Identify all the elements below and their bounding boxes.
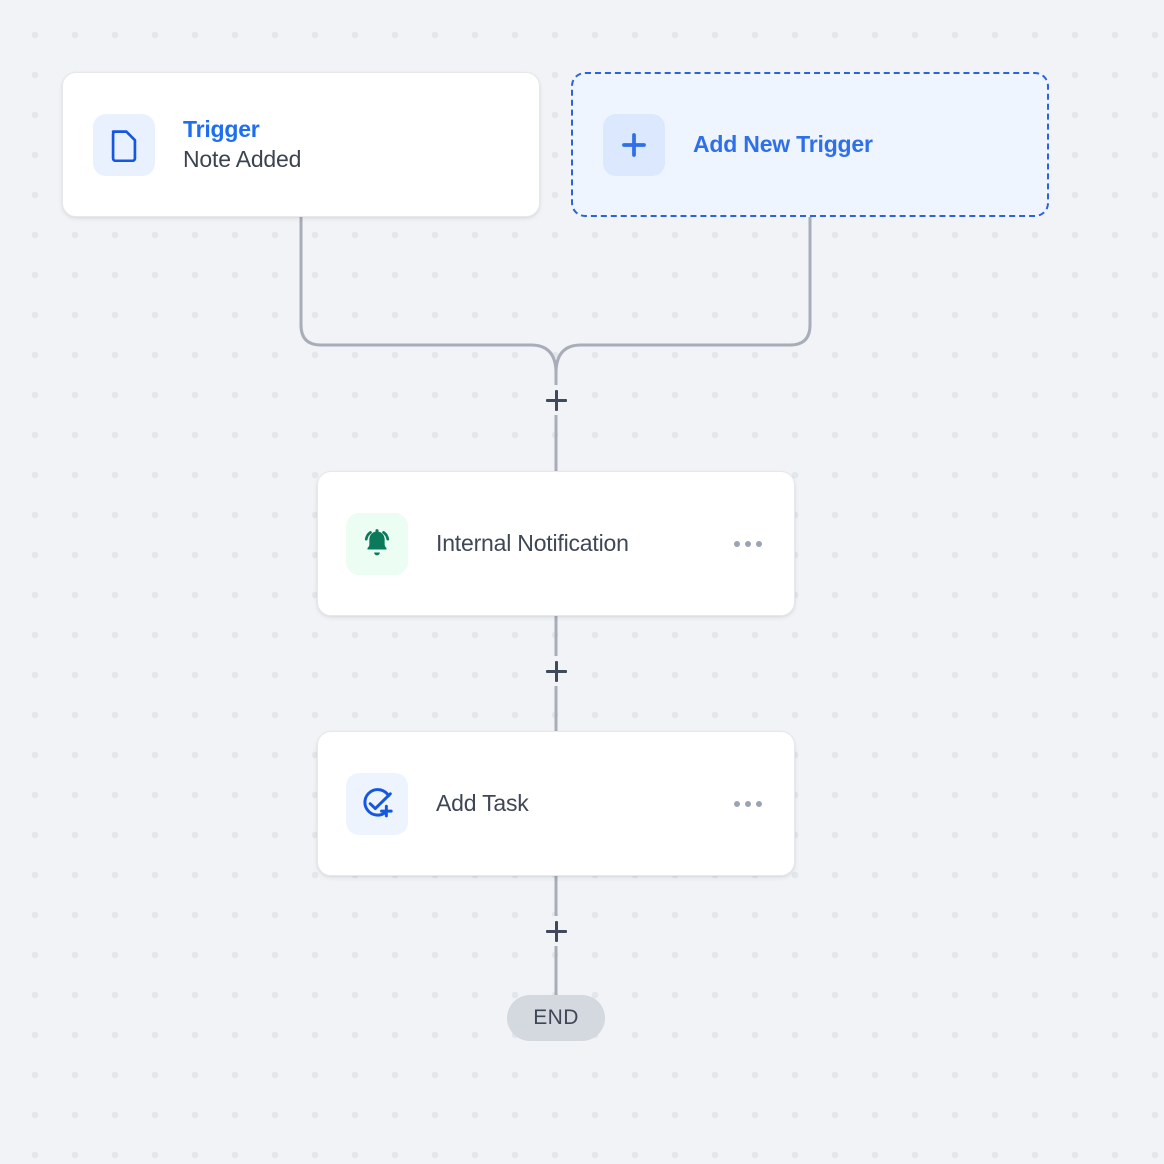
node-label: Add Task	[436, 790, 529, 816]
dot	[734, 540, 740, 547]
add-step-button[interactable]	[541, 916, 571, 946]
end-node: END	[507, 995, 605, 1041]
document-icon	[93, 113, 155, 176]
add-step-button[interactable]	[541, 656, 571, 686]
end-node-label: END	[533, 1006, 579, 1029]
dot	[756, 800, 762, 807]
dot	[745, 800, 751, 807]
task-check-plus-icon	[346, 772, 408, 835]
trigger-card-text: Trigger Note Added	[183, 116, 301, 172]
bell-icon	[346, 512, 408, 575]
node-add-task[interactable]: Add Task	[317, 731, 795, 876]
node-options-menu[interactable]	[730, 531, 766, 557]
node-options-menu[interactable]	[730, 791, 766, 817]
add-new-trigger-label: Add New Trigger	[693, 131, 873, 157]
plus-icon	[603, 113, 665, 176]
add-step-button[interactable]	[541, 385, 571, 415]
dot	[734, 800, 740, 807]
node-label: Internal Notification	[436, 530, 629, 556]
add-new-trigger-card[interactable]: Add New Trigger	[571, 72, 1049, 217]
dot	[745, 540, 751, 547]
node-internal-notification[interactable]: Internal Notification	[317, 471, 795, 616]
dot	[756, 540, 762, 547]
trigger-kind-label: Trigger	[183, 116, 260, 143]
trigger-name-label: Note Added	[183, 146, 302, 172]
trigger-card[interactable]: Trigger Note Added	[62, 72, 540, 217]
